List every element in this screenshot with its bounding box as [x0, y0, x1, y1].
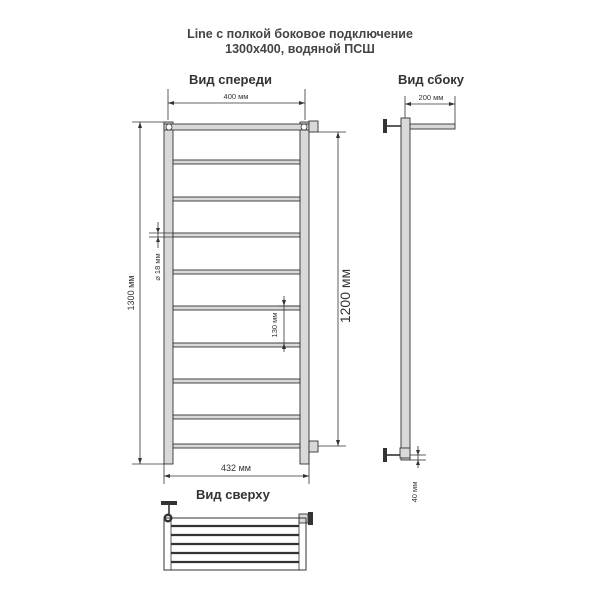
- shelf-200-label: 200 мм: [419, 93, 444, 102]
- top-view: [161, 501, 313, 571]
- width-400-label: 400 мм: [224, 92, 249, 101]
- top-connection-fitting: [308, 120, 319, 133]
- rung: [172, 342, 301, 348]
- rung: [172, 305, 301, 311]
- height-1300-label: 1300 мм: [126, 276, 136, 311]
- side-fitting: [399, 447, 411, 459]
- overall-432-label: 432 мм: [221, 463, 251, 473]
- rung: [172, 443, 301, 449]
- top-view-wall-mount: [161, 501, 177, 505]
- right-cap: [300, 123, 308, 131]
- bottom-connection-fitting: [308, 440, 319, 453]
- top-wall-mount: [383, 119, 387, 133]
- offset-40-label: 40 мм: [410, 482, 419, 503]
- drawing-title-line-1: Line с полкой боковое подключение: [187, 27, 413, 41]
- pitch-label: 130 мм: [270, 313, 279, 338]
- drawing-title-line-2: 1300х400, водяной ПСШ: [225, 42, 375, 56]
- front-view: 400 мм 1300 мм 1200 мм ⌀ 18 мм 130 мм: [126, 89, 353, 484]
- left-cap: [165, 123, 173, 131]
- diameter-label: ⌀ 18 мм: [153, 253, 162, 280]
- side-view-label: Вид сбоку: [398, 72, 465, 87]
- side-view: 200 мм 40 мм: [383, 93, 456, 503]
- rung: [172, 159, 301, 165]
- rung: [172, 196, 301, 202]
- side-shelf: [409, 123, 456, 130]
- rung: [172, 232, 301, 238]
- front-view-label: Вид спереди: [189, 72, 272, 87]
- left-rail: [163, 121, 174, 465]
- right-rail: [299, 121, 310, 465]
- rung: [172, 269, 301, 275]
- rungs: [172, 159, 301, 449]
- shelf-outline: [163, 517, 307, 571]
- rung: [172, 378, 301, 384]
- axis-1200-label: 1200 мм: [337, 269, 353, 323]
- top-shelf-bar: [163, 123, 310, 131]
- rung: [172, 414, 301, 420]
- bottom-wall-mount: [383, 448, 387, 462]
- side-riser: [400, 117, 411, 461]
- top-view-label: Вид сверху: [196, 487, 270, 502]
